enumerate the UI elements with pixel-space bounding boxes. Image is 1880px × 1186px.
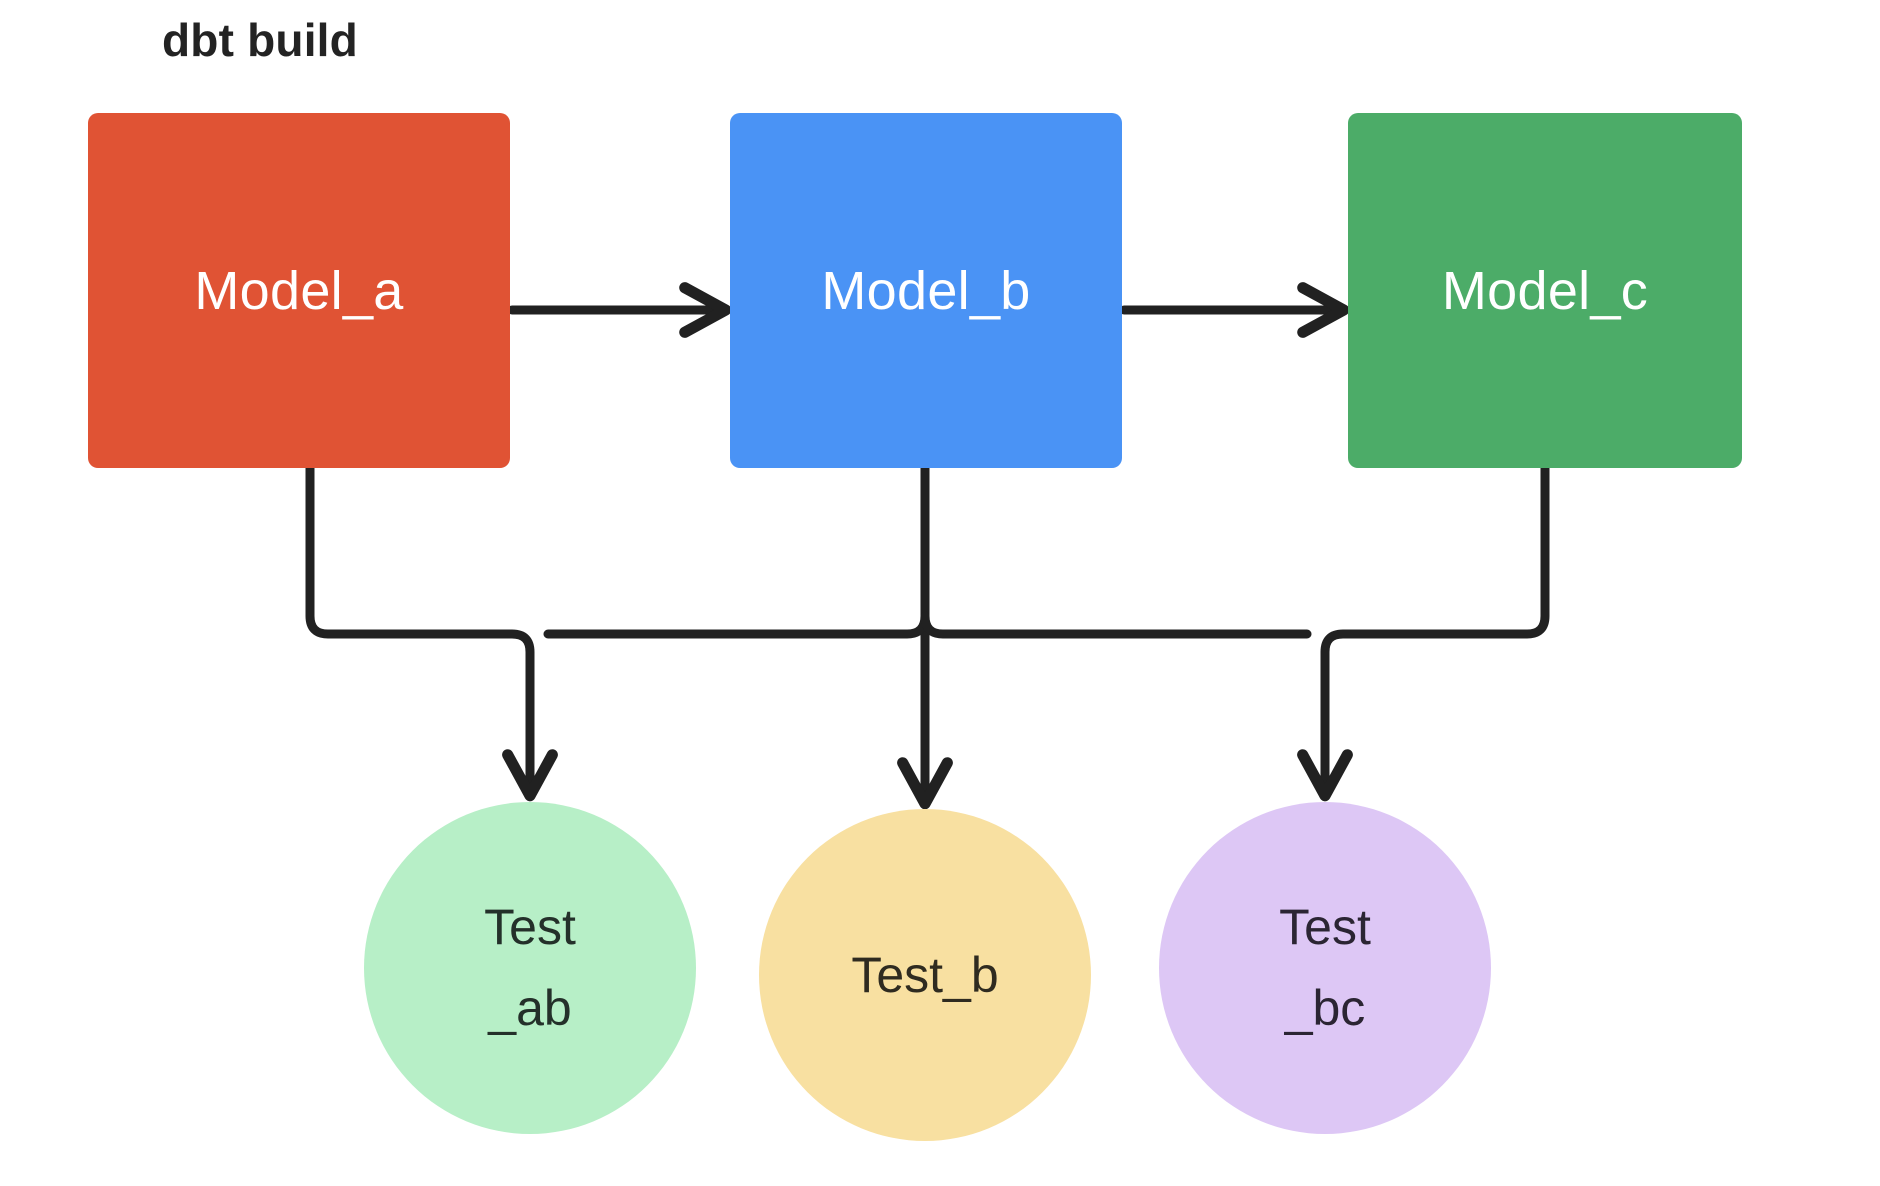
node-model-c[interactable]: Model_c bbox=[1348, 113, 1742, 468]
diagram-title: dbt build bbox=[162, 14, 358, 66]
node-test-b[interactable]: Test_b bbox=[759, 809, 1091, 1141]
node-test-b-label-line1: Test_b bbox=[851, 946, 999, 1003]
node-model-a-label: Model_a bbox=[194, 260, 404, 321]
edge-model-b-bus-right bbox=[920, 611, 1312, 639]
node-test-bc[interactable]: Test _bc bbox=[1159, 802, 1491, 1134]
node-test-ab[interactable]: Test _ab bbox=[364, 802, 696, 1134]
node-model-b-label: Model_b bbox=[821, 260, 1031, 321]
node-test-bc-label-line2: _bc bbox=[1284, 980, 1366, 1036]
edge-model-a-to-test-ab bbox=[305, 463, 558, 802]
node-model-b[interactable]: Model_b bbox=[730, 113, 1122, 468]
node-test-ab-label-line2: _ab bbox=[488, 980, 572, 1036]
node-model-c-label: Model_c bbox=[1441, 260, 1649, 321]
node-model-a[interactable]: Model_a bbox=[88, 113, 510, 468]
node-test-ab-label-line1: Test bbox=[484, 899, 576, 955]
edge-model-b-bus-left bbox=[543, 611, 930, 639]
edge-model-c-to-test-bc bbox=[1297, 463, 1550, 802]
node-test-bc-label-line1: Test bbox=[1279, 899, 1371, 955]
